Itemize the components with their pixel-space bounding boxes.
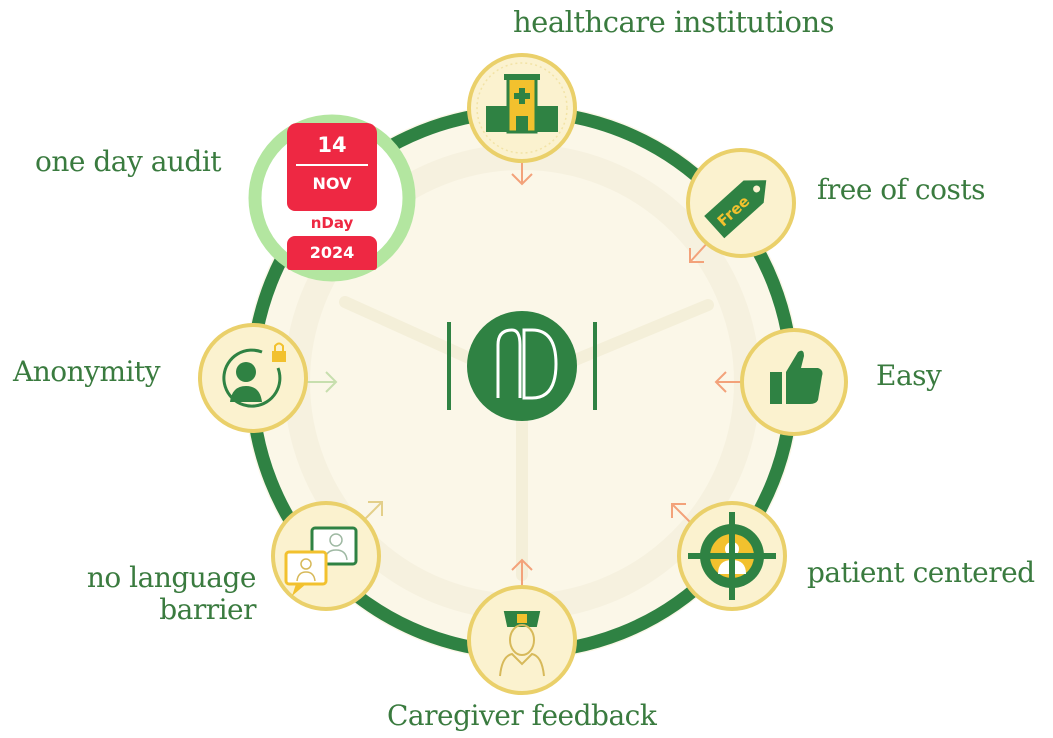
price-tag-icon: Free	[704, 180, 767, 239]
calendar-month: NOV	[312, 174, 352, 193]
target-person-icon	[688, 512, 776, 600]
label-caregiver-feedback: Caregiver feedback	[387, 699, 657, 732]
nurse-icon	[499, 611, 545, 677]
label-one-day-audit: one day audit	[35, 145, 222, 178]
label-anonymity: Anonymity	[13, 355, 161, 388]
arrow-patient	[671, 503, 693, 525]
calendar-header: 14 NOV	[287, 123, 377, 211]
calendar-icon: 14 NOV nDay 2024	[287, 123, 377, 270]
node-free: Free	[686, 148, 796, 258]
arrow-caregiver	[511, 558, 533, 586]
label-easy: Easy	[876, 359, 942, 392]
node-patient	[677, 501, 787, 611]
label-healthcare-institutions: healthcare institutions	[513, 5, 835, 39]
thumbs-up-icon	[770, 350, 823, 404]
hospital-icon	[486, 74, 558, 134]
label-patient-centered: patient centered	[807, 556, 1035, 589]
calendar-divider	[296, 164, 368, 166]
node-language	[271, 501, 381, 611]
video-call-icon	[284, 526, 358, 596]
label-free-of-costs: free of costs	[817, 173, 985, 206]
calendar-year: 2024	[287, 236, 377, 270]
node-easy	[740, 328, 848, 436]
anonymous-user-lock-icon	[222, 342, 286, 408]
node-caregiver	[467, 585, 577, 695]
calendar-brand: nDay	[310, 214, 354, 232]
logo-mark	[447, 311, 597, 421]
label-no-language-line1: no language	[86, 561, 257, 594]
node-anonymity	[198, 323, 308, 433]
calendar-day: 14	[317, 133, 347, 157]
label-no-language-barrier: no language barrier	[72, 561, 257, 627]
label-no-language-line2: barrier	[159, 593, 256, 627]
node-healthcare	[467, 53, 577, 163]
